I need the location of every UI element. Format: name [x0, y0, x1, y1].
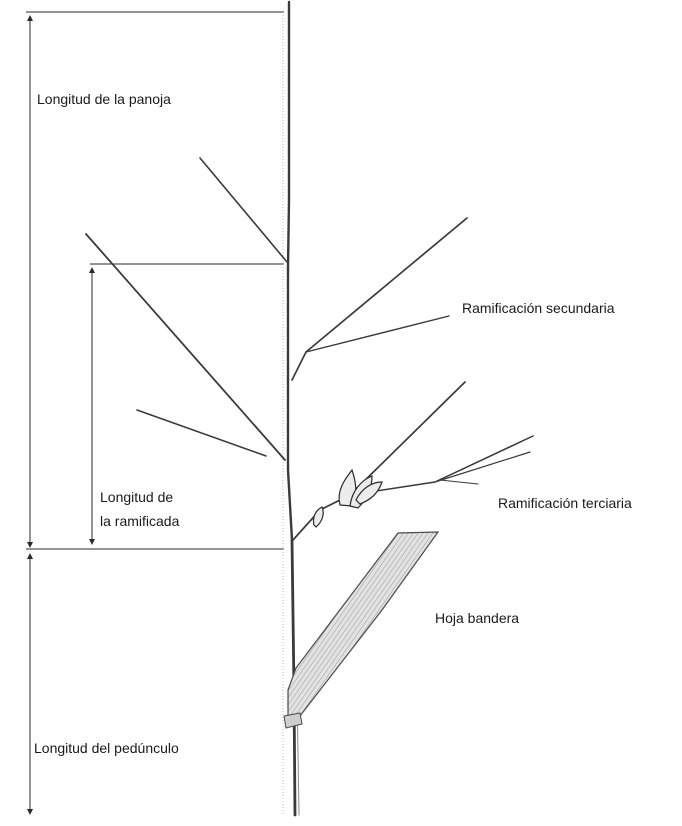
flag-leaf-blade [288, 532, 438, 718]
primary-branch-upper-left [200, 158, 287, 262]
spikelet-cluster [313, 470, 382, 527]
branch-length-label-line1: Longitud de [100, 489, 173, 505]
measurement-guides [26, 12, 284, 815]
leaf-sheath-collar [284, 713, 302, 728]
tertiary-branch-right-sub [435, 452, 530, 482]
branch-length-label-line2: la ramificada [100, 513, 180, 529]
peduncle-length-label: Longitud del pedúnculo [34, 740, 179, 756]
spikelet [313, 507, 323, 527]
flag-leaf-label: Hoja bandera [435, 610, 519, 626]
tertiary-branch-right-sub2 [440, 480, 478, 484]
primary-branch-right-upper [292, 218, 467, 380]
tertiary-branch-label: Ramificación terciaria [498, 495, 632, 511]
primary-branch-long-left [86, 234, 285, 460]
flag-leaf [284, 532, 438, 728]
main-rachis [288, 2, 292, 540]
panicle-length-label: Longitud de la panoja [37, 91, 171, 107]
secondary-branch-label: Ramificación secundaria [462, 300, 615, 316]
